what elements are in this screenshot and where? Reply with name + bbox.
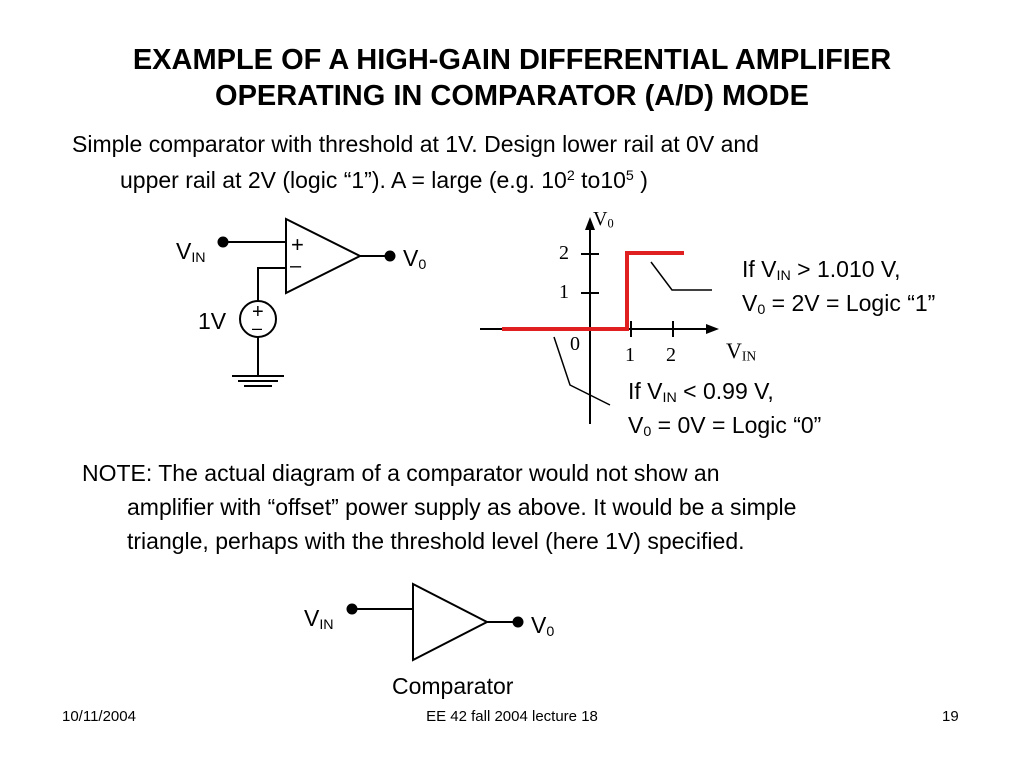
intro-line-1: Simple comparator with threshold at 1V. … [72,131,759,157]
title-line-2: OPERATING IN COMPARATOR (A/D) MODE [215,80,809,112]
title-line-1: EXAMPLE OF A HIGH-GAIN DIFFERENTIAL AMPL… [132,44,892,76]
footer-page-number: 19 [942,708,959,725]
y-tick-label-2: 2 [559,242,569,264]
slide-title: EXAMPLE OF A HIGH-GAIN DIFFERENTIAL AMPL… [0,42,1024,114]
intro-text-a: upper rail at 2V (logic “1”). A = large … [120,166,567,193]
low-condition-line-1: If VIN < 0.99 V, [628,378,774,406]
intro-paragraph: Simple comparator with threshold at 1V. … [72,128,972,196]
simple-vout-label: V0 [531,612,555,640]
origin-label: 0 [570,333,580,355]
note-paragraph: NOTE: The actual diagram of a comparator… [82,456,982,558]
intro-text-c: ) [633,166,648,193]
simple-comparator-triangle [412,582,490,662]
footer-course: EE 42 fall 2004 lecture 18 [426,708,598,725]
vout-label: V0 [403,245,427,273]
high-condition-line-2: V0 = 2V = Logic “1” [742,290,936,318]
transfer-curve [502,251,684,331]
opamp-triangle [285,217,363,295]
exponent-5: 5 [625,168,634,184]
simple-vout-terminal [512,616,524,628]
x-axis-label: VIN [726,338,757,364]
note-line-2: amplifier with “offset” power supply as … [127,494,797,520]
source-plus-symbol: + [252,301,264,323]
y-axis-arrow [585,217,595,230]
plus-input-symbol: + [291,232,304,257]
note-line-1: NOTE: The actual diagram of a comparator… [82,460,720,486]
exponent-2: 2 [566,168,575,184]
low-condition-line-2: V0 = 0V = Logic “0” [628,412,822,440]
source-voltage-label: 1V [198,308,227,334]
intro-text-b: to10 [574,166,626,193]
x-axis-arrow [706,324,719,334]
comparator-caption: Comparator [392,673,514,699]
simple-comparator [346,582,524,662]
transfer-graph [480,217,719,424]
x-tick-label-2: 2 [666,344,676,366]
high-callout-line [650,261,712,291]
simple-vin-label: VIN [304,605,334,633]
y-tick-label-1: 1 [559,281,569,303]
y-axis-label: V0 [593,208,614,231]
vin-label: VIN [176,238,206,266]
x-tick-label-1: 1 [625,344,635,366]
high-condition-line-1: If VIN > 1.010 V, [742,256,901,284]
minus-input-symbol: – [290,255,302,277]
footer-date: 10/11/2004 [62,708,136,725]
opamp-circuit [217,217,396,387]
minus-input-wire [257,267,286,301]
note-line-3: triangle, perhaps with the threshold lev… [127,528,745,554]
vout-terminal [384,250,396,262]
intro-line-2: upper rail at 2V (logic “1”). A = large … [72,160,972,196]
low-callout-line [553,336,611,406]
source-minus-symbol: – [252,318,263,338]
